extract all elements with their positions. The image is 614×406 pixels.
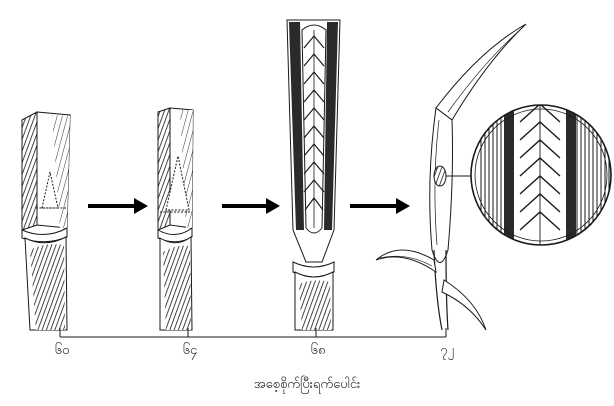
timeline-axis: [60, 328, 446, 337]
arrow-3: [350, 198, 410, 214]
day-label-stage-4: ၇၂: [427, 342, 467, 361]
stage-1-stem: [22, 112, 70, 330]
day-label-stage-3: ၆၈: [298, 342, 338, 361]
arrow-1: [88, 198, 148, 214]
magnified-spike-view: [470, 104, 612, 246]
day-label-stage-2: ၆၄: [170, 342, 210, 361]
arrow-2: [222, 198, 280, 214]
stage-2-stem: [158, 108, 193, 330]
stage-3-stem: [287, 20, 340, 330]
timeline-caption: အစေ့စိုက်ပြီးရက်ပေါင်း: [0, 376, 614, 395]
day-label-stage-1: ၆၀: [42, 342, 82, 361]
